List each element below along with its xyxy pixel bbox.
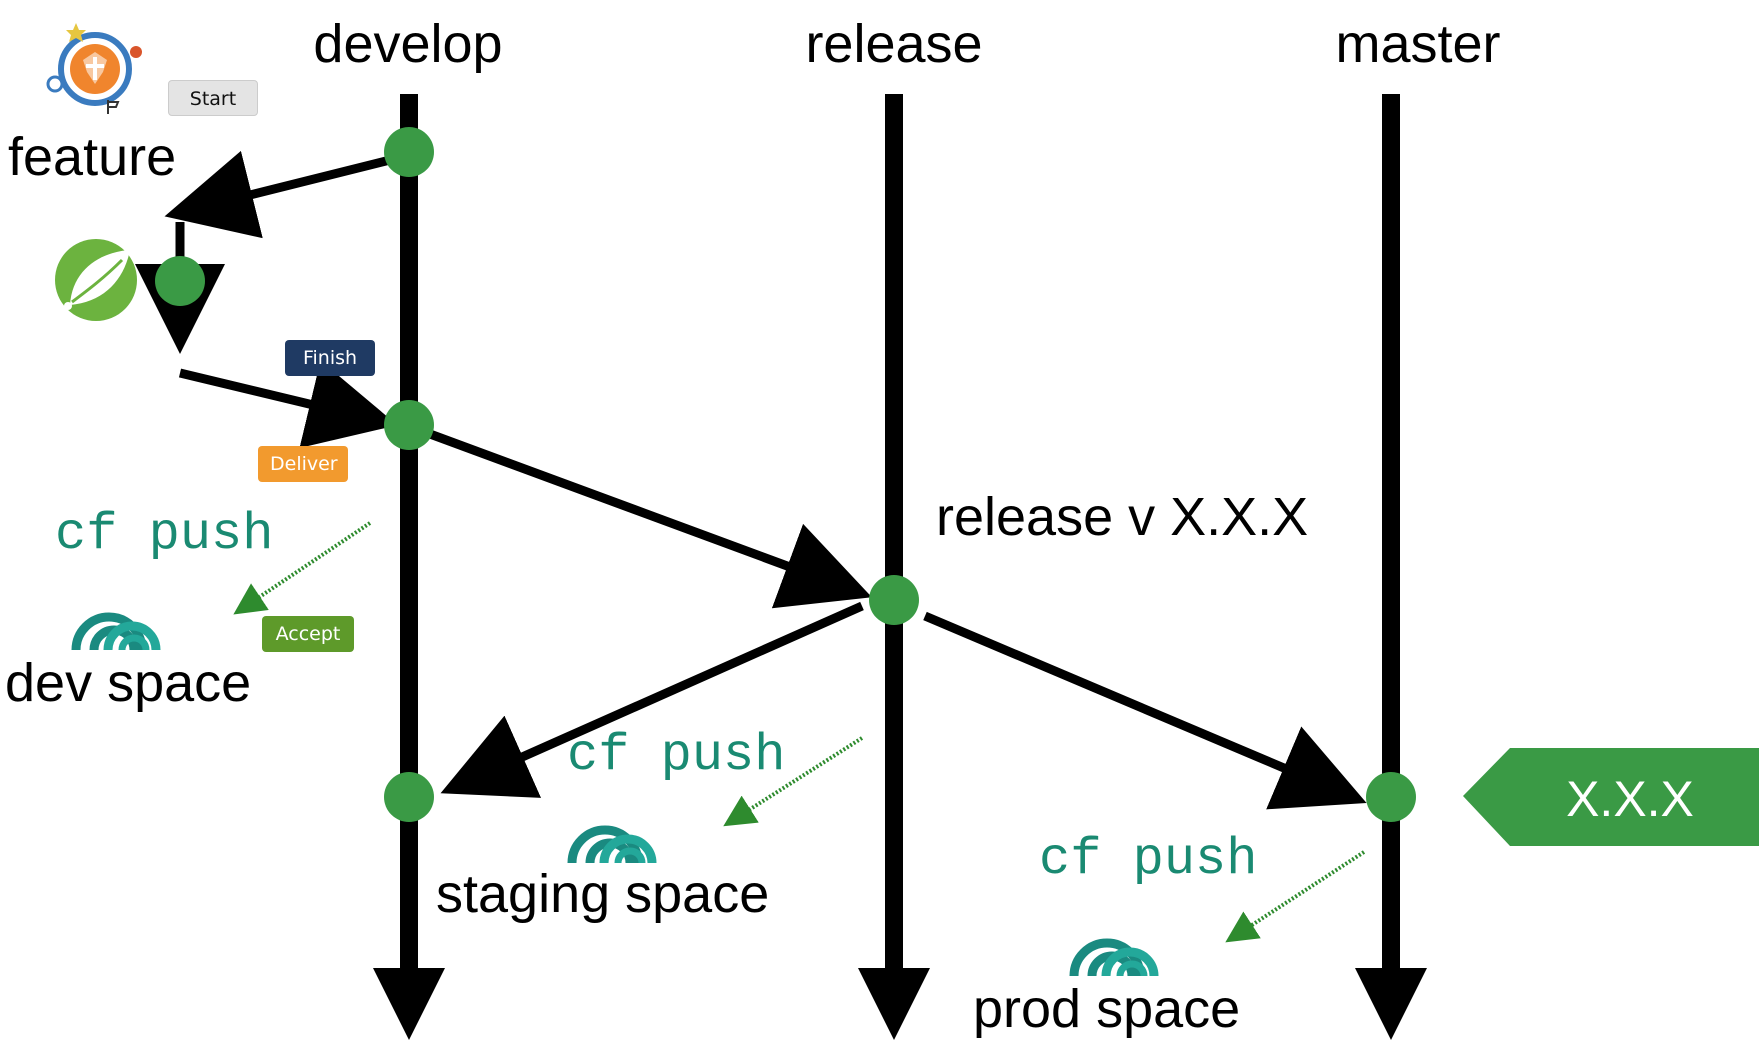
release-version-label: release v X.X.X xyxy=(936,487,1308,547)
develop-branch-arrowhead xyxy=(373,968,445,1040)
master-branch-arrowhead xyxy=(1355,968,1427,1040)
release-branch-label: release xyxy=(805,14,982,74)
dev-cf-push-label: cf push xyxy=(55,505,273,564)
develop-merge-node xyxy=(384,400,434,450)
release-branch-arrowhead xyxy=(858,968,930,1040)
develop-to-feature-arrow xyxy=(164,150,392,239)
staging-cf-push-label: cf push xyxy=(567,726,785,785)
release-to-develop-arrow xyxy=(440,601,864,798)
staging-space-label: staging space xyxy=(436,864,769,924)
staging-space-cloud-icon xyxy=(572,830,652,863)
accept-badge: Accept xyxy=(262,616,354,652)
develop-commit-node xyxy=(384,127,434,177)
feature-to-develop-arrow xyxy=(178,360,398,448)
master-commit-node xyxy=(1366,772,1416,822)
dev-space-label: dev space xyxy=(5,653,251,713)
version-tag-label: X.X.X xyxy=(1566,771,1694,827)
feature-commit-node xyxy=(155,256,205,306)
deliver-badge: Deliver xyxy=(258,446,348,482)
release-commit-node xyxy=(869,575,919,625)
version-tag-shape xyxy=(1463,748,1759,846)
spring-leaf-icon xyxy=(55,239,137,321)
feature-branch-label: feature xyxy=(8,127,176,187)
release-to-master-arrow xyxy=(923,611,1367,810)
start-badge: Start xyxy=(168,80,258,116)
prod-cf-push-label: cf push xyxy=(1039,830,1257,889)
pivotal-tracker-icon xyxy=(46,23,142,114)
dev-space-cloud-icon xyxy=(76,617,156,650)
develop-to-release-arrow xyxy=(428,429,872,609)
prod-space-cloud-icon xyxy=(1074,943,1154,976)
develop-backmerge-node xyxy=(384,772,434,822)
prod-space-label: prod space xyxy=(973,979,1240,1039)
develop-branch-label: develop xyxy=(313,14,502,74)
finish-badge: Finish xyxy=(285,340,375,376)
master-branch-label: master xyxy=(1335,14,1500,74)
